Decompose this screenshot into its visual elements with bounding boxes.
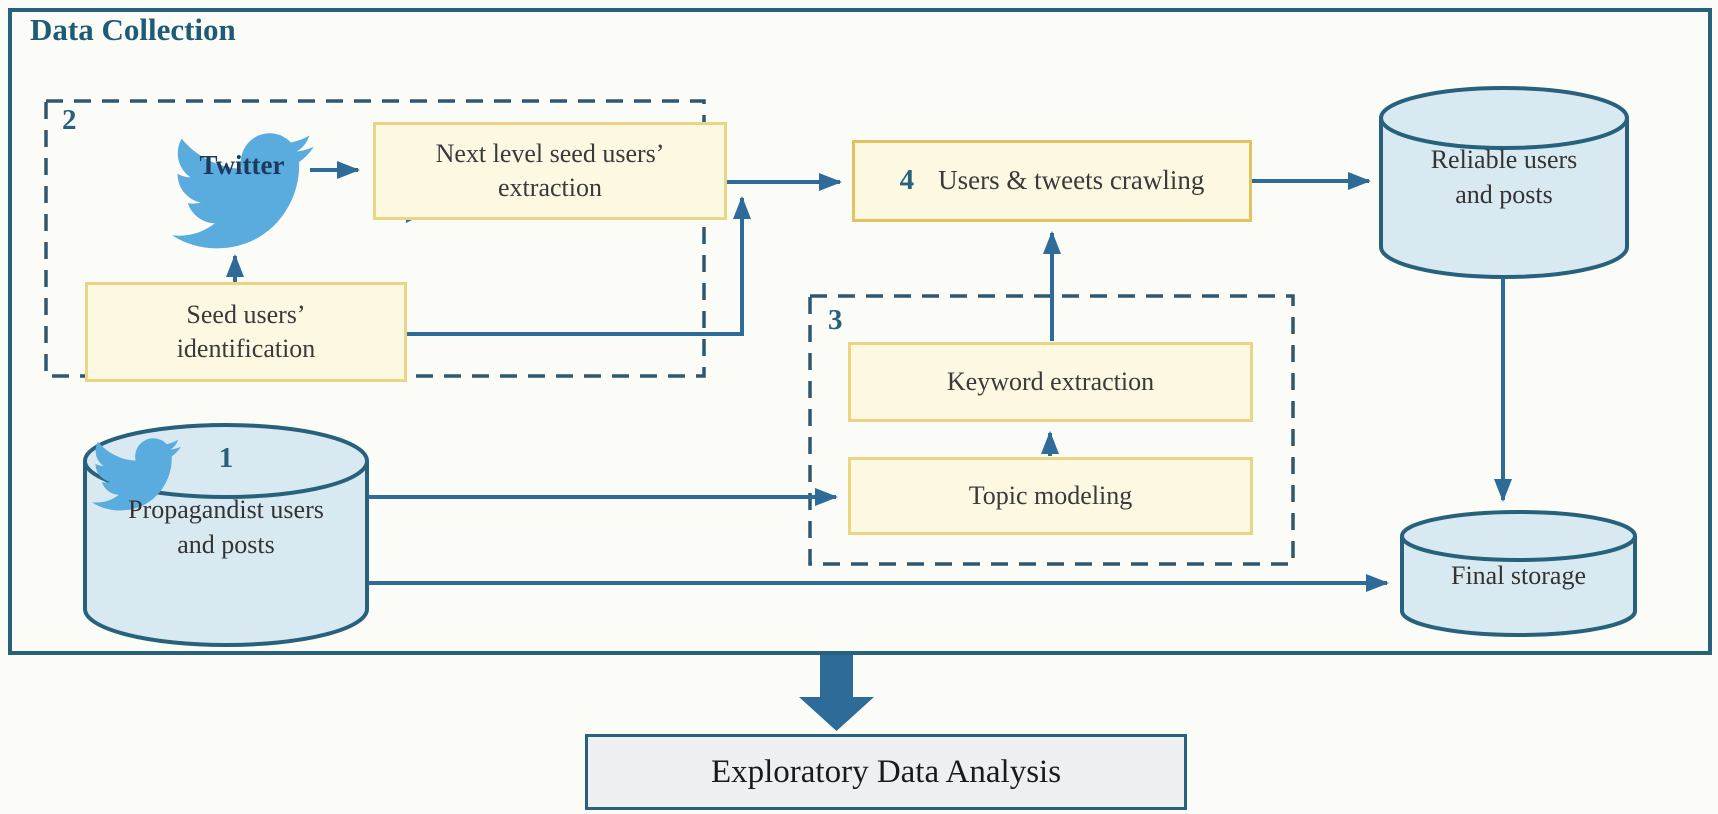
- twitter-label: Twitter: [199, 150, 285, 180]
- node-seed-identification: Seed users’ identification: [85, 282, 407, 382]
- propagandist-users-label: Propagandist users and posts: [85, 492, 367, 562]
- page-title: Data Collection: [30, 12, 236, 47]
- data-collection-frame: [8, 8, 1712, 655]
- reliable-users-label: Reliable users and posts: [1381, 142, 1627, 212]
- node-keyword-extraction: Keyword extraction: [848, 342, 1253, 422]
- propagandist-users-label-text: Propagandist users and posts: [128, 495, 324, 560]
- node-crawling-label: Users & tweets crawling: [938, 165, 1205, 196]
- node-exploratory-data-analysis: Exploratory Data Analysis: [585, 734, 1187, 810]
- node-next-level-extraction-label: Next level seed users’ extraction: [435, 139, 665, 202]
- node-next-level-extraction: Next level seed users’ extraction: [373, 122, 727, 220]
- final-storage-label-text: Final storage: [1450, 561, 1587, 590]
- propagandist-number: 1: [218, 442, 234, 474]
- reliable-users-label-text: Reliable users and posts: [1430, 145, 1578, 210]
- node-topic-modeling-label: Topic modeling: [968, 481, 1133, 511]
- final-storage-label: Final storage: [1402, 558, 1635, 593]
- node-users-tweets-crawling: 4 Users & tweets crawling: [852, 140, 1252, 222]
- node-crawling-number: 4: [899, 164, 915, 197]
- group-3-number: 3: [828, 304, 843, 336]
- node-keyword-extraction-label: Keyword extraction: [946, 367, 1155, 397]
- node-topic-modeling: Topic modeling: [848, 457, 1253, 535]
- node-seed-identification-label: Seed users’ identification: [176, 300, 316, 363]
- block-arrow-down: [799, 655, 874, 731]
- group-2-number: 2: [62, 104, 77, 136]
- eda-label: Exploratory Data Analysis: [710, 753, 1062, 790]
